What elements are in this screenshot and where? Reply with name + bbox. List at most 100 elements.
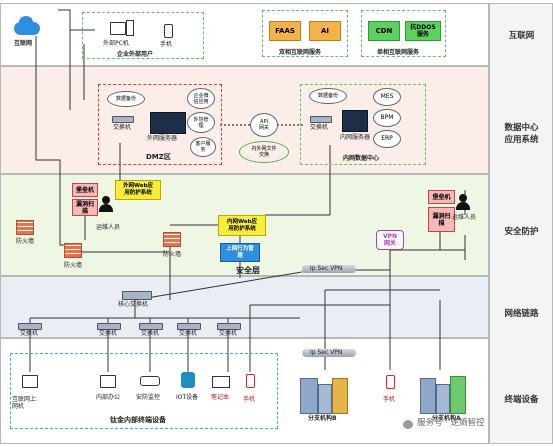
firewall-mid-label: 防火墙 [64,262,83,269]
cdn-box: CDN [368,21,400,41]
ext-users-label: 企业外部用户 [117,51,154,58]
watermark-text: 服务号 · 逆熵智控 [417,418,485,428]
ddos-box: 抗DDOS 服务 [405,21,441,41]
core-switch-label: 核心交换机 [118,301,149,308]
phone-b-label: 手机 [383,396,396,403]
branch-a-label: 分支机构A [432,415,461,422]
access-switch-4 [177,323,201,330]
ext-waf-box: 外网Web应 用防护系统 [115,180,161,200]
phone-b-icon [386,375,395,389]
inner-waf-box: 内网Web应 用防护系统 [218,215,266,236]
firewall-core-label: 防火墙 [163,251,182,258]
access-switch-label-1: 交换机 [20,330,39,337]
inner-server-label: 内网服务器 [340,134,371,141]
vpn-gateway: VPN 网关 [376,230,404,250]
ext-users-group [82,12,204,59]
single-services-group [361,10,446,57]
cloud-icon-puff [19,16,33,28]
behavior-mgmt-box: 上网行为管 理 [220,243,260,262]
ext-pc-label: 外部PC机 [103,40,129,47]
faas-box: FAAS [269,21,301,41]
branch-a-building-3 [450,376,466,414]
single-services-label: 单相互联网服务 [377,49,420,56]
access-switch-label-3: 交换机 [141,330,160,337]
access-switch-label-4: 交换机 [179,330,198,337]
vuln-scan-right: 漏洞扫 描 [428,207,455,232]
phone-label: 手机 [160,41,173,48]
ext-server-icon [150,112,186,134]
phone-icon [164,24,173,38]
firewall-core-icon [163,232,181,247]
inner-dc-zone [300,84,426,165]
layer-label-datacenter: 数据中心 应用系统 [504,123,539,145]
access-switch-1 [18,323,42,330]
security-layer-label: 安全层 [236,266,260,275]
ext-pc-icon [110,22,126,35]
ipsec-vpn-top: Ip Sec VPN [302,265,356,273]
dmz-zone [98,84,222,165]
vuln-scan-left: 漏洞扫 描 [72,199,98,216]
wechat-watermark-icon [403,420,413,429]
internal-devices-label: 钛金内部终端设备 [110,416,166,424]
cctv-label: 安防监控 [136,394,161,401]
dmz-backup: 数据备份 [107,91,145,107]
branch-b-label: 分支机构B [308,415,337,422]
dmz-switch-icon [112,116,134,123]
bastion-left: 堡垒机 [72,183,98,197]
access-switch-2 [97,323,121,330]
ops-left-label: 运维人员 [96,224,121,231]
cloud-label: 互联网 [14,40,33,47]
customer-service: 客户服 务 [190,137,216,157]
file-exchange: 内外网文件 交换 [239,141,289,163]
branch-b-building [300,378,318,414]
api-gateway: API 网关 [250,113,278,137]
access-switch-3 [139,323,163,330]
firewall-mid-icon [64,243,82,258]
inner-server-icon [342,110,368,132]
access-switch-label-5: 交换机 [219,330,238,337]
access-switch-label-2: 交换机 [99,330,118,337]
phone-internal-icon [246,374,255,388]
mes-system: MES [373,88,401,106]
dual-services-label: 双相互联网服务 [279,49,322,56]
branch-b-building-2 [318,384,332,414]
internet-pc-label: 互联网上 网机 [12,396,37,410]
laptop-icon [212,376,230,388]
ops-right-label: 运维人员 [452,214,477,221]
bastion-right: 堡垒机 [428,190,455,204]
iot-label: IOT设备 [176,394,199,401]
layer-label-internet: 互联网 [508,31,535,41]
label-column [489,3,553,444]
ops-right-icon [459,194,467,202]
laptop-label: 笔记本 [211,394,230,401]
internet-pc-icon [22,375,38,388]
ops-left-icon [102,196,110,204]
wechat-app: 企业微 信应用 [187,88,215,109]
dmz-switch-label: 交换机 [113,124,132,131]
layer-label-security: 安全防护 [504,227,539,237]
ai-box: AI [309,21,341,41]
access-switch-5 [217,323,241,330]
bpm-system: BPM [373,109,401,127]
ext-pc-tower [126,20,134,36]
ops-left-body [99,204,113,212]
internal-devices-group [10,353,278,429]
ext-server-label: 外网服务器 [147,135,178,142]
office-label: 内部办公 [96,394,121,401]
office-pc-icon [100,375,116,388]
branch-a-building-2 [436,384,450,414]
core-switch-icon [122,291,152,300]
ops-right-body [456,202,470,210]
network-band [0,276,489,338]
firewall-left-icon [16,220,34,235]
phone-internal-label: 手机 [243,396,256,403]
dual-services-group [262,10,348,57]
erp-system: ERP [373,130,401,148]
branch-a-building [420,378,436,414]
inner-dc-label: 内网数据中心 [343,155,380,162]
cctv-icon [140,376,160,386]
ext-mgmt: 外协管 理 [187,112,215,133]
dmz-zone-label: DMZ区 [146,153,171,161]
iot-icon [181,372,195,388]
